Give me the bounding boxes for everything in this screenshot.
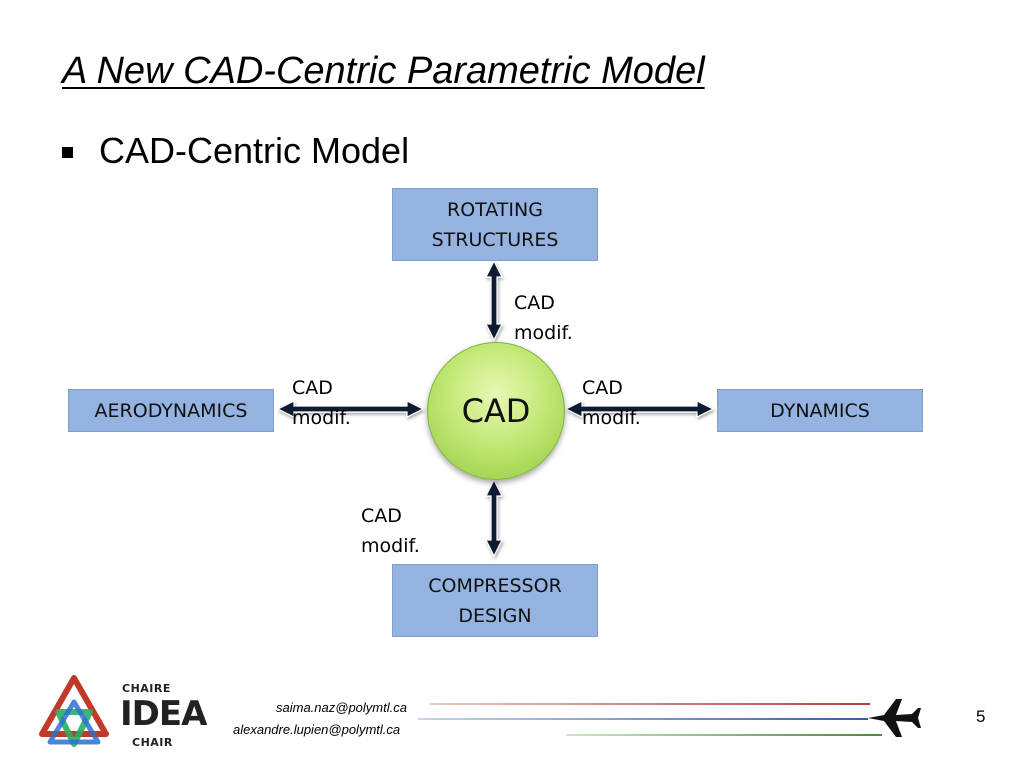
footer-line-blue	[418, 718, 868, 720]
edge-label-left: CAD modif.	[292, 377, 351, 429]
node-compressor-design: COMPRESSOR DESIGN	[392, 564, 598, 637]
edge-label-top: CAD modif.	[514, 292, 573, 344]
footer-line-green	[566, 734, 882, 736]
node-dynamics: DYNAMICS	[717, 389, 923, 432]
node-aerodynamics: AERODYNAMICS	[68, 389, 274, 432]
bullet-square-icon	[62, 147, 73, 158]
arrow-bottom	[485, 478, 503, 558]
bullet-text: CAD-Centric Model	[99, 130, 410, 171]
arrow-left	[276, 400, 425, 418]
logo-bottom-text: CHAIR	[132, 736, 173, 749]
cad-center-node: CAD	[427, 342, 565, 480]
node-label: COMPRESSOR DESIGN	[428, 574, 562, 627]
node-rotating-structures: ROTATING STRUCTURES	[392, 188, 598, 261]
node-label: ROTATING STRUCTURES	[431, 198, 559, 251]
logo-top-text: CHAIRE	[122, 682, 171, 695]
slide-title: A New CAD-Centric Parametric Model	[62, 50, 705, 92]
email-saima: saima.naz@polymtl.ca	[276, 700, 407, 715]
node-label: DYNAMICS	[770, 399, 870, 422]
edge-label-bottom: CAD modif.	[361, 505, 420, 557]
arrow-top	[485, 259, 503, 342]
chaire-idea-logo: CHAIRE IDEA CHAIR	[34, 672, 207, 752]
logo-main-text: IDEA	[120, 694, 207, 734]
edge-label-right: CAD modif.	[582, 377, 641, 429]
footer-line-red	[430, 703, 870, 705]
arrow-right	[564, 400, 715, 418]
cad-center-label: CAD	[461, 392, 531, 430]
node-label: AERODYNAMICS	[94, 399, 248, 422]
bullet-item: CAD-Centric Model	[62, 130, 409, 172]
email-alexandre: alexandre.lupien@polymtl.ca	[233, 722, 401, 737]
page-number: 5	[976, 707, 986, 726]
airplane-icon	[868, 699, 921, 737]
triangle-logo-icon	[39, 675, 109, 747]
